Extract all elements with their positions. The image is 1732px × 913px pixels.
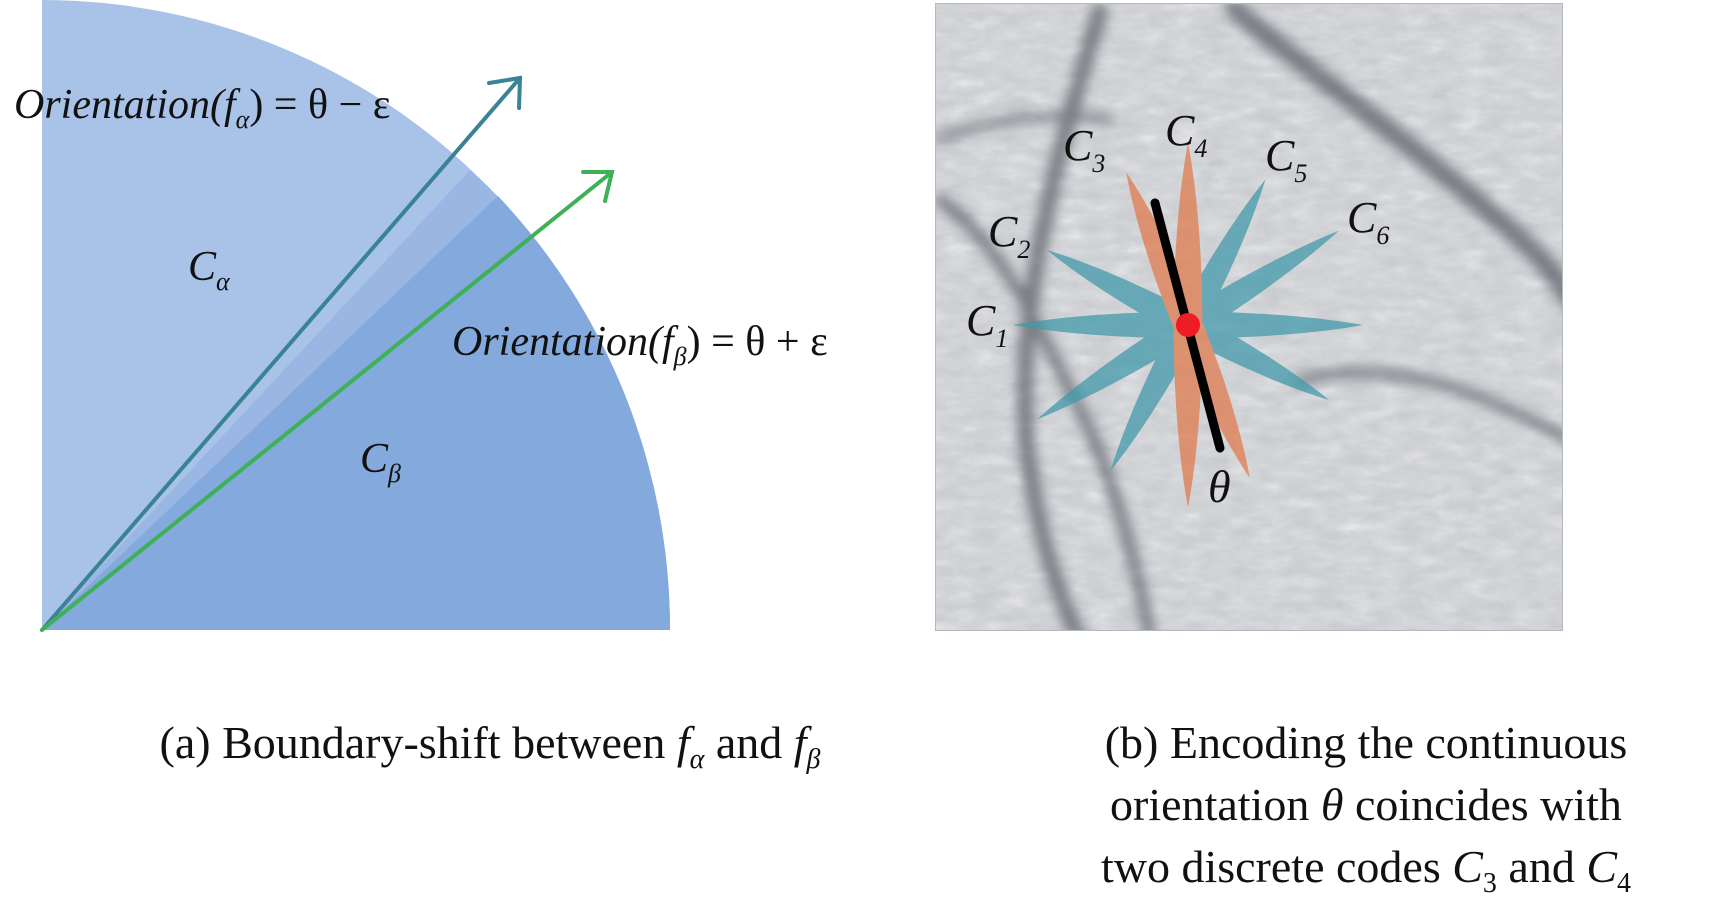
orientation-petals (1013, 143, 1363, 507)
orientation-alpha-label: Orientation(fα) = θ − ε (14, 82, 390, 134)
center-point (1176, 313, 1200, 337)
code-label-c3: C3 (1063, 121, 1105, 178)
overlap-band (42, 170, 498, 630)
petal-c2 (1046, 249, 1330, 401)
petal-c4 (1173, 143, 1203, 507)
code-label-c5: C5 (1265, 131, 1307, 188)
palmprint-image (935, 3, 1563, 631)
caption-a: (a) Boundary-shift between fα and fβ (159, 717, 821, 775)
caption-b-line1: (b) Encoding the continuous (1104, 717, 1628, 768)
boundary-shift-diagram: Orientation(fα) = θ − ε Orientation(fβ) … (14, 0, 828, 632)
arrow-alpha (40, 75, 523, 632)
caption-b: (b) Encoding the continuous orientation … (1000, 712, 1732, 898)
theta-label: θ (1208, 461, 1231, 512)
c-alpha-label: Cα (188, 244, 231, 296)
petal-c1 (1013, 311, 1363, 339)
orientation-beta-label: Orientation(fβ) = θ + ε (452, 319, 828, 371)
theta-orientation-line (1150, 198, 1225, 453)
code-label-c6: C6 (1347, 193, 1389, 250)
c-beta-label: Cβ (360, 436, 401, 488)
petal-c5 (1110, 179, 1266, 471)
region-c-beta (42, 196, 671, 630)
petal-c6 (1037, 230, 1339, 420)
code-label-c4: C4 (1165, 106, 1207, 163)
arrow-beta (40, 170, 615, 632)
caption-b-line3: two discrete codes C3 and C4 (1100, 841, 1632, 899)
caption-b-line2: orientation θ coincides with (1110, 779, 1622, 830)
petal-c3 (1126, 172, 1250, 478)
